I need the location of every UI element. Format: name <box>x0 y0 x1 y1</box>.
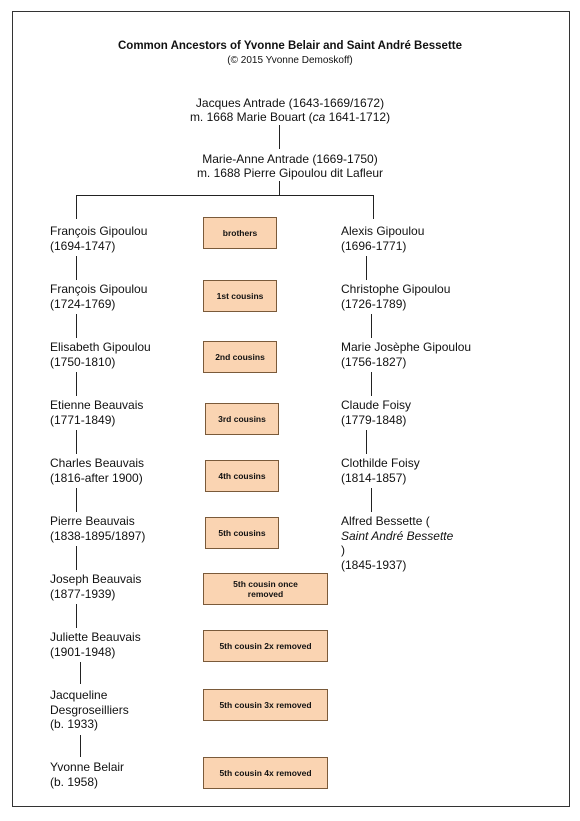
left-person: François Gipoulou(1694-1747) <box>50 224 148 253</box>
top-ancestor-name: Jacques Antrade (1643-1669/1672) <box>195 96 385 110</box>
connector-line <box>76 604 77 628</box>
left-person: Elisabeth Gipoulou(1750-1810) <box>50 340 151 369</box>
diagram-title: Common Ancestors of Yvonne Belair and Sa… <box>117 40 463 52</box>
left-person: Etienne Beauvais(1771-1849) <box>50 398 144 427</box>
connector-line <box>76 372 77 396</box>
connector-line <box>76 488 77 512</box>
relationship-box: 2nd cousins <box>203 341 277 373</box>
top-ancestor-couple: Jacques Antrade (1643-1669/1672) m. 1668… <box>0 96 580 124</box>
connector-line <box>279 181 280 195</box>
connector-line <box>279 125 280 149</box>
connector-line <box>80 662 81 684</box>
second-ancestor-name: Marie-Anne Antrade (1669-1750) <box>202 152 378 166</box>
right-person: Alexis Gipoulou(1696-1771) <box>341 224 425 253</box>
connector-line <box>76 314 77 338</box>
connector-line <box>371 372 372 396</box>
relationship-box: 3rd cousins <box>205 403 279 435</box>
branch-line <box>76 195 373 196</box>
relationship-box: brothers <box>203 217 277 249</box>
connector-line <box>373 195 374 219</box>
connector-line <box>366 256 367 280</box>
second-ancestor-marriage: m. 1688 Pierre Gipoulou dit Lafleur <box>196 166 384 180</box>
relationship-box: 5th cousin 4x removed <box>203 757 328 789</box>
right-person: Alfred Bessette (Saint André Bessette)(1… <box>341 514 454 572</box>
relationship-box: 5th cousins <box>205 517 279 549</box>
left-person: Juliette Beauvais(1901-1948) <box>50 630 141 659</box>
right-person: Claude Foisy(1779-1848) <box>341 398 412 427</box>
connector-line <box>76 256 77 280</box>
left-person: Charles Beauvais(1816-after 1900) <box>50 456 145 485</box>
top-ancestor-marriage: m. 1668 Marie Bouart (ca 1641-1712) <box>189 110 391 124</box>
connector-line <box>76 195 77 219</box>
copyright-notice: (© 2015 Yvonne Demoskoff) <box>227 55 353 66</box>
connector-line <box>80 735 81 757</box>
relationship-box: 1st cousins <box>203 280 277 312</box>
connector-line <box>371 488 372 512</box>
connector-line <box>76 430 77 454</box>
relationship-box: 4th cousins <box>205 460 279 492</box>
relationship-box: 5th cousin 2x removed <box>203 630 328 662</box>
left-person: François Gipoulou(1724-1769) <box>50 282 148 311</box>
left-person: Yvonne Belair(b. 1958) <box>50 760 125 789</box>
connector-line <box>366 430 367 454</box>
right-person: Marie Josèphe Gipoulou(1756-1827) <box>341 340 472 369</box>
second-ancestor-couple: Marie-Anne Antrade (1669-1750) m. 1688 P… <box>0 152 580 180</box>
right-person: Christophe Gipoulou(1726-1789) <box>341 282 451 311</box>
diagram-frame <box>12 11 570 807</box>
relationship-box: 5th cousin 3x removed <box>203 689 328 721</box>
left-person: Pierre Beauvais(1838-1895/1897) <box>50 514 146 543</box>
right-person: Clothilde Foisy(1814-1857) <box>341 456 420 485</box>
left-person: Joseph Beauvais(1877-1939) <box>50 572 142 601</box>
connector-line <box>371 314 372 338</box>
connector-line <box>76 546 77 570</box>
